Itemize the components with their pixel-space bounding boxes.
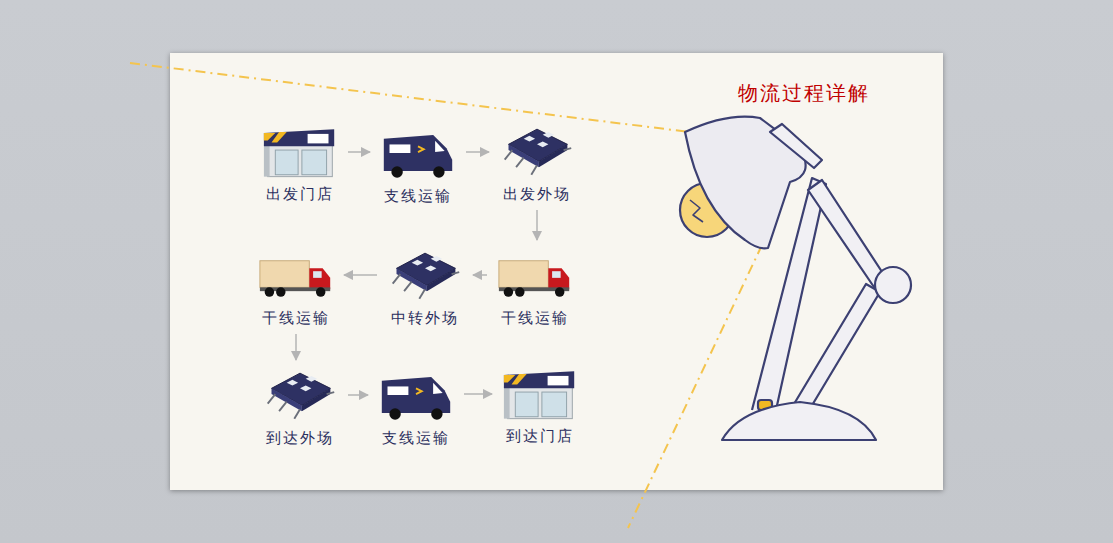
step-icon [497,246,573,304]
light-beam [628,245,762,528]
step-label: 出发外场 [495,184,579,204]
process-step: 支线运输 [374,366,458,448]
process-step: 干线运输 [493,246,577,328]
lamp-base [722,402,876,440]
lamp-joint [875,267,911,303]
flow-arrow [295,334,297,360]
flow-arrow [464,393,492,395]
step-label: 到达门店 [498,426,582,446]
step-label: 干线运输 [254,308,338,328]
slide-title: 物流过程详解 [738,80,870,107]
process-step: 出发门店 [258,122,342,204]
flow-arrow [473,274,487,276]
step-icon [258,246,334,304]
step-label: 支线运输 [374,428,458,448]
flow-arrow [344,274,377,276]
process-step: 支线运输 [376,124,460,206]
step-icon [502,364,578,422]
step-icon [499,122,575,180]
process-step: 出发外场 [495,122,579,204]
step-icon [378,366,454,424]
flow-arrow [466,151,489,153]
step-label: 中转外场 [383,308,467,328]
step-icon [387,246,463,304]
step-label: 出发门店 [258,184,342,204]
process-step: 到达门店 [498,364,582,446]
step-label: 支线运输 [376,186,460,206]
step-label: 干线运输 [493,308,577,328]
process-step: 到达外场 [258,366,342,448]
light-beam [130,63,690,132]
step-icon [262,122,338,180]
flow-arrow [348,394,368,396]
flow-arrow [536,210,538,240]
step-label: 到达外场 [258,428,342,448]
step-icon [262,366,338,424]
process-step: 中转外场 [383,246,467,328]
flow-arrow [348,151,370,153]
process-step: 干线运输 [254,246,338,328]
step-icon [380,124,456,182]
